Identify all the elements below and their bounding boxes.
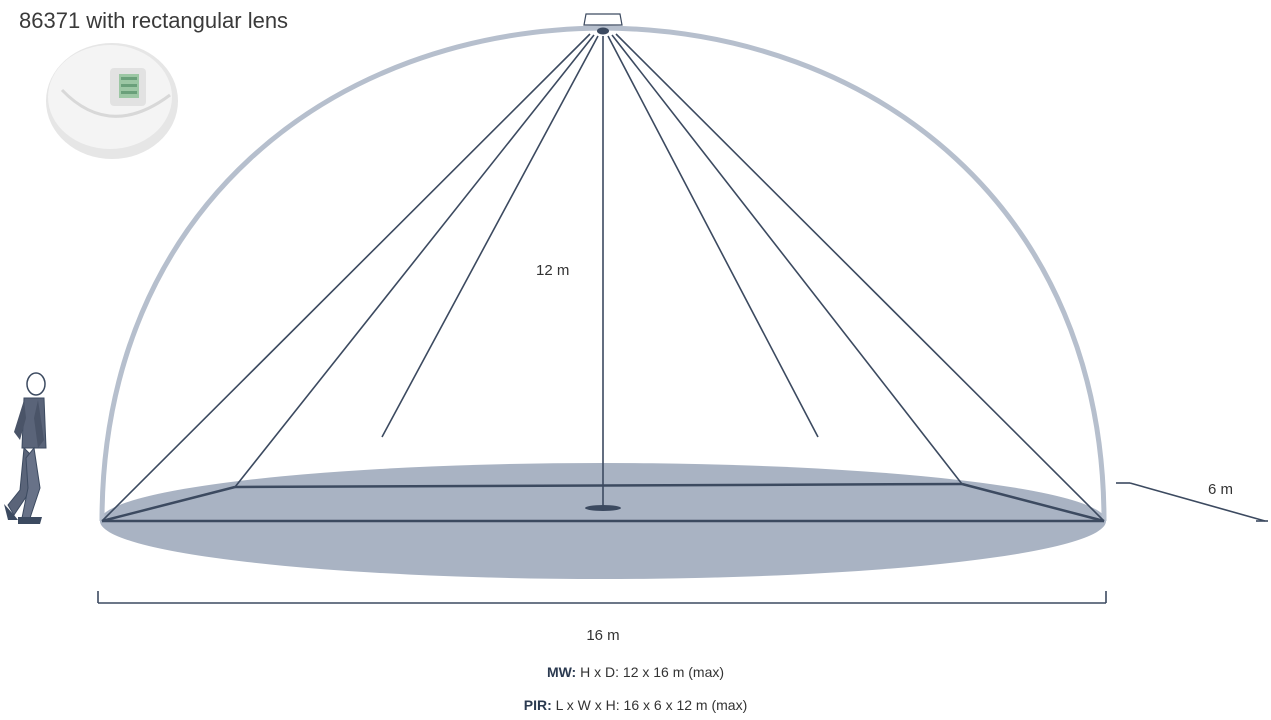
- mw-spec-text: H x D: 12 x 16 m (max): [580, 664, 725, 680]
- mw-spec: MW: H x D: 12 x 16 m (max): [0, 664, 1271, 680]
- pir-spec-label: PIR:: [523, 697, 552, 713]
- sensor-product-image: [46, 43, 178, 159]
- height-label: 12 m: [536, 262, 569, 279]
- detection-beams: [101, 33, 1105, 522]
- depth-indicator-line: [1116, 482, 1268, 522]
- mw-spec-label: MW:: [546, 664, 577, 680]
- width-dimension-line: [97, 591, 1107, 604]
- person-icon: [4, 372, 47, 524]
- ceiling-sensor-icon: [583, 13, 623, 35]
- depth-label: 6 m: [1208, 481, 1233, 498]
- pir-spec-text: L x W x H: 16 x 6 x 12 m (max): [555, 697, 748, 713]
- width-label: 16 m: [586, 627, 619, 644]
- pir-detection-rectangle: [101, 482, 1105, 523]
- pir-spec: PIR: L x W x H: 16 x 6 x 12 m (max): [0, 697, 1271, 713]
- diagram-title: 86371 with rectangular lens: [19, 8, 289, 33]
- center-floor-mark: [585, 505, 621, 511]
